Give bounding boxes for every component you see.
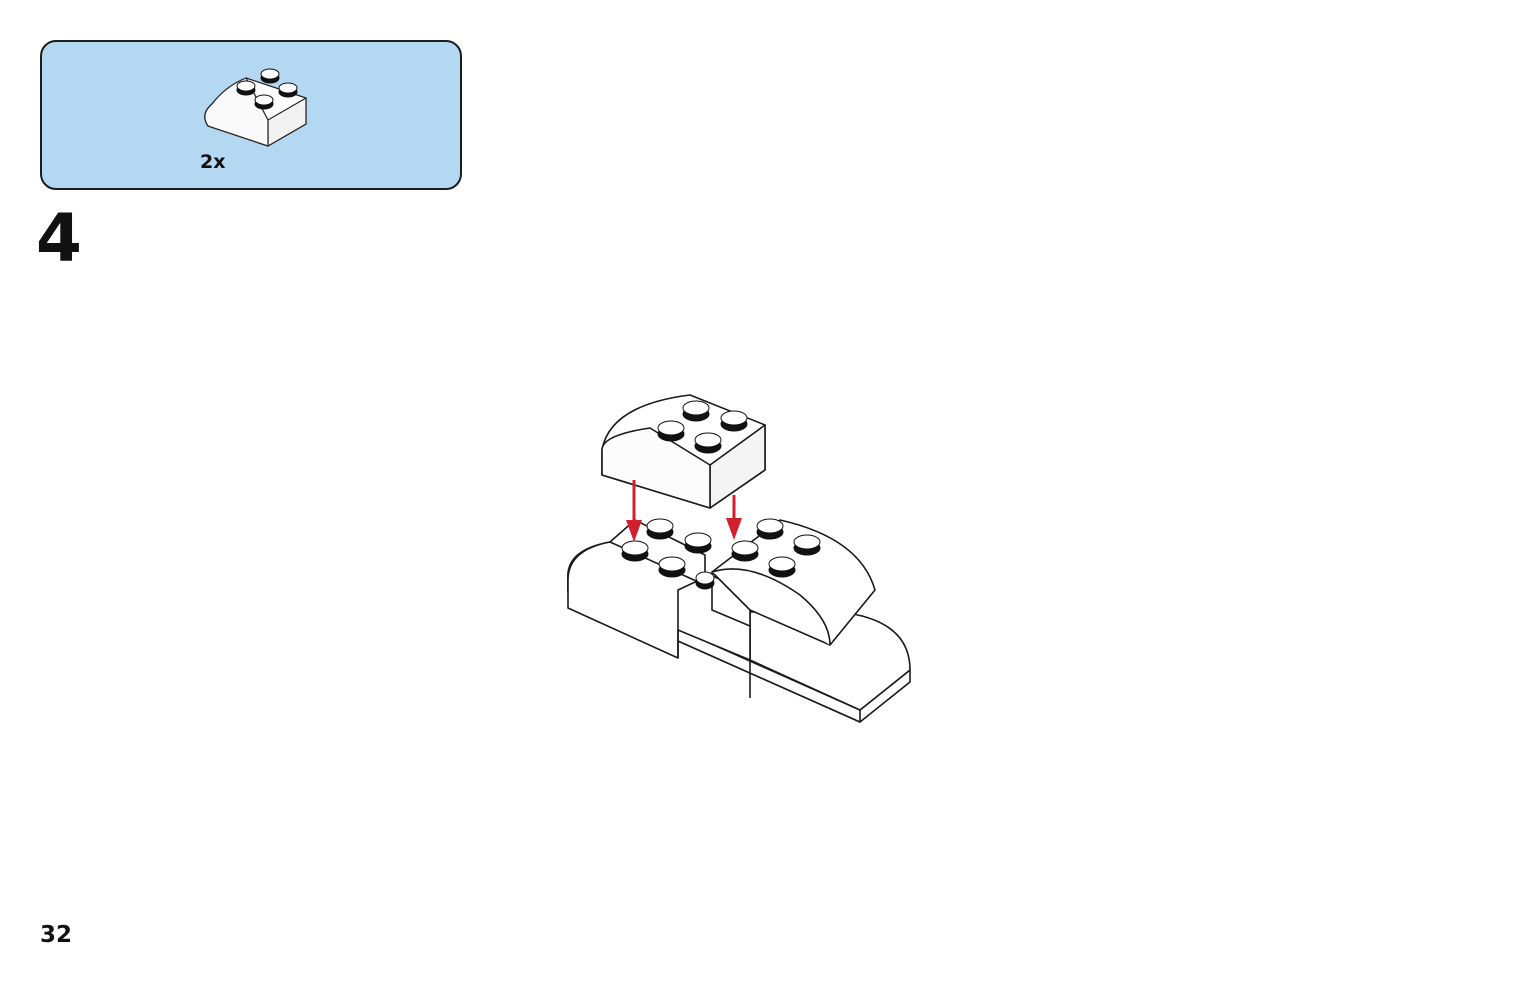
part-quantity: 2x xyxy=(200,151,226,173)
parts-list-box: 2x xyxy=(40,40,462,190)
step-number: 4 xyxy=(36,200,82,277)
page-number: 32 xyxy=(40,922,73,948)
build-step-illustration xyxy=(567,394,911,723)
curved-slope-brick-icon xyxy=(204,68,307,147)
